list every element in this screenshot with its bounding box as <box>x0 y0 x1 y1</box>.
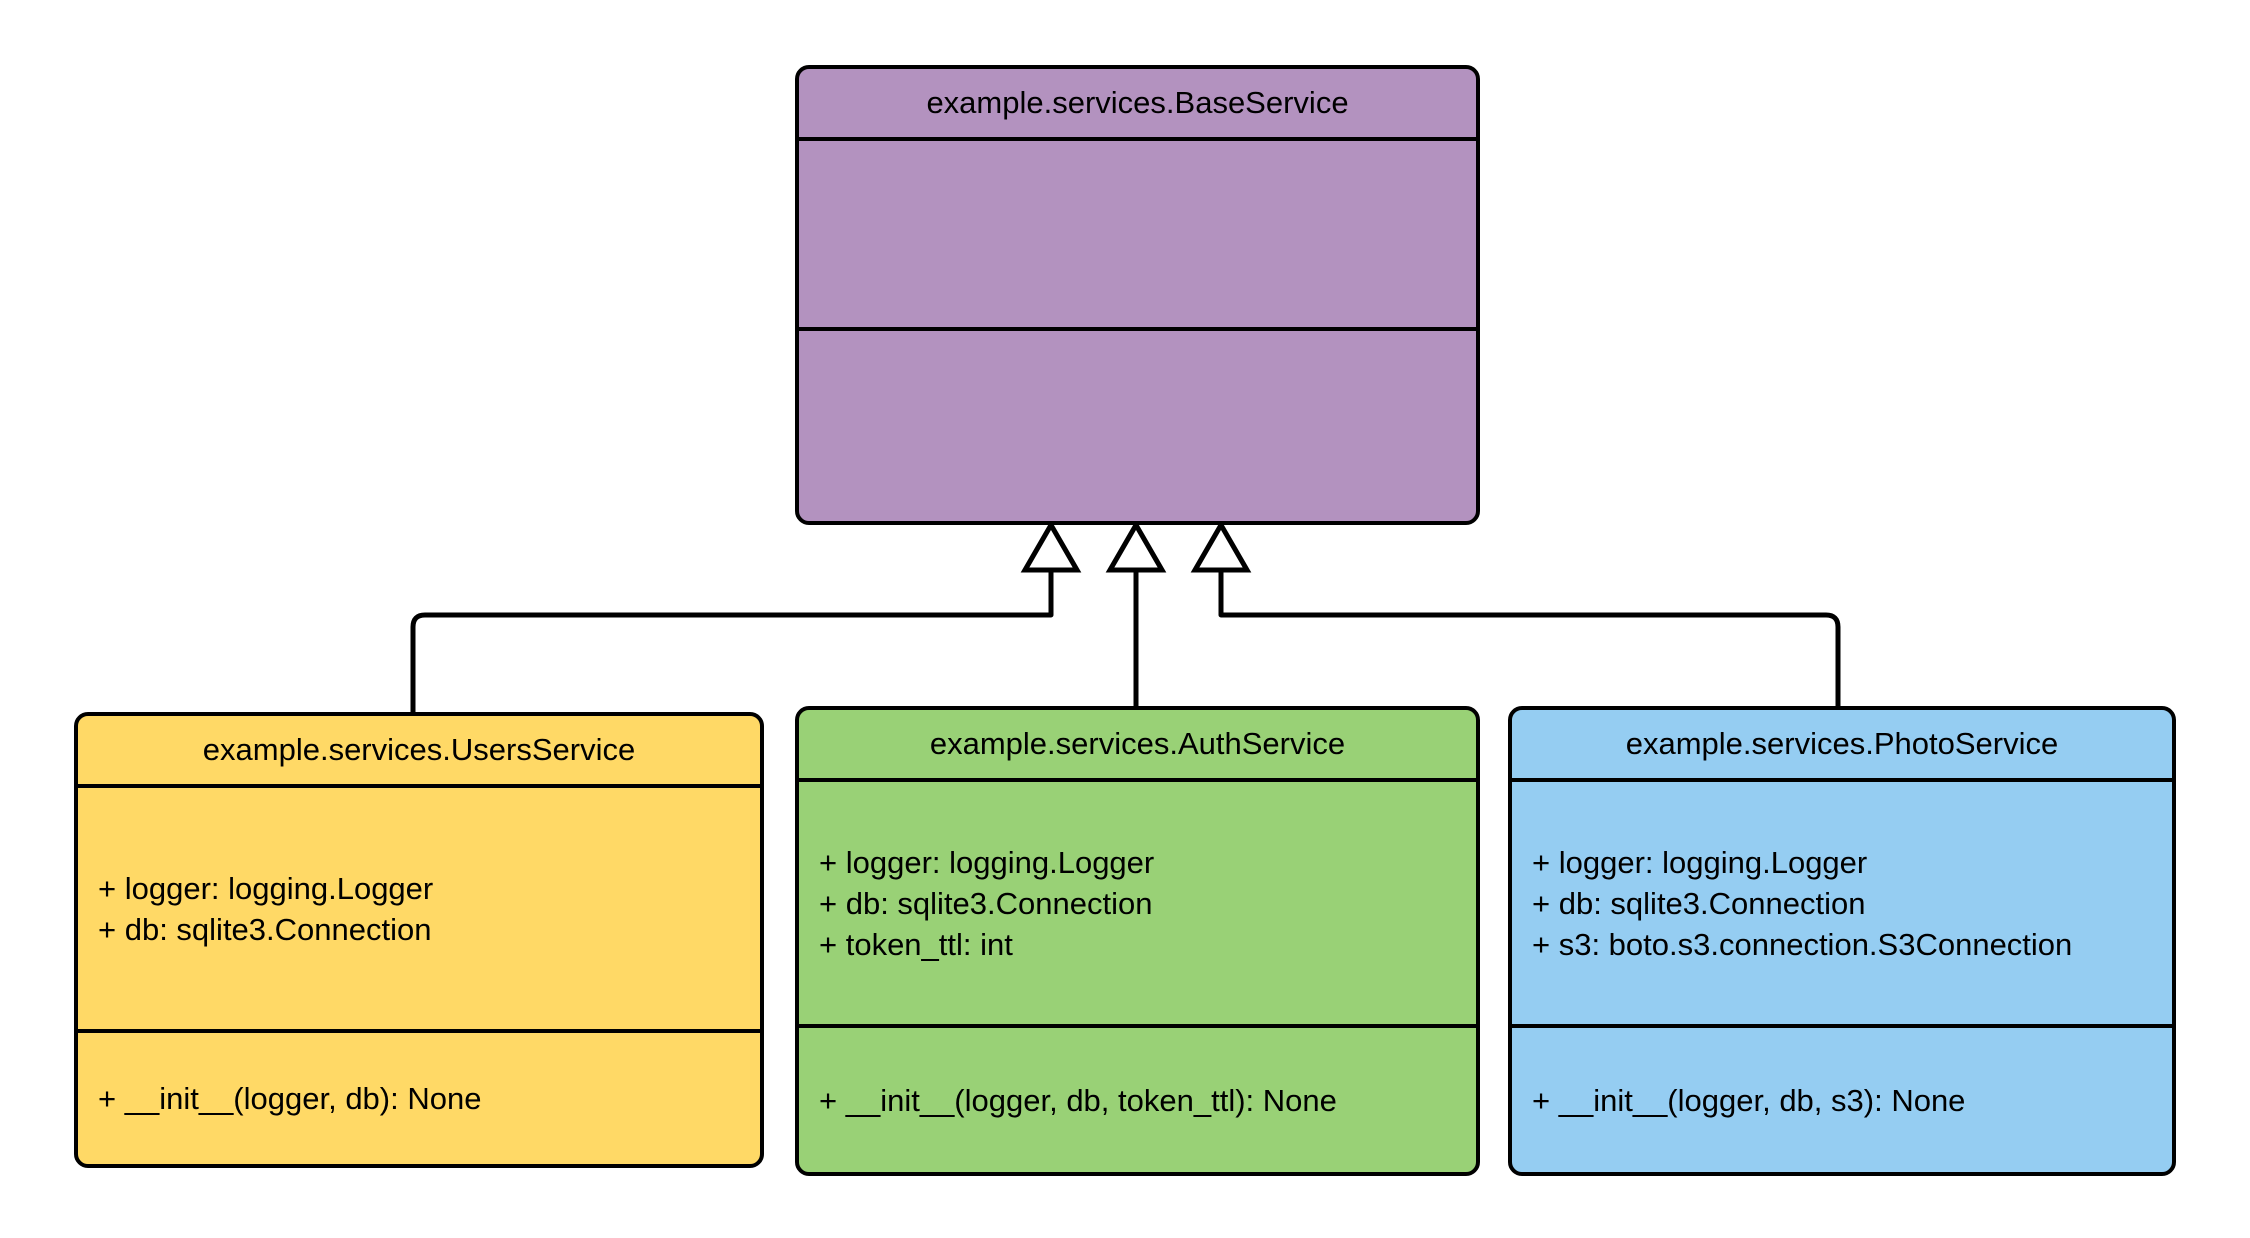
generalization-edge-photo-to-base <box>1190 520 1841 706</box>
class-name-base-service: example.services.BaseService <box>926 85 1349 121</box>
methods-compartment-users-service: + __init__(logger, db): None <box>78 1029 760 1164</box>
attribute-row: + db: sqlite3.Connection <box>1532 885 1866 921</box>
methods-compartment-base-service <box>799 327 1476 521</box>
uml-class-auth-service[interactable]: example.services.AuthService + logger: l… <box>795 706 1480 1176</box>
uml-class-base-service[interactable]: example.services.BaseService <box>795 65 1480 525</box>
attribute-row: + db: sqlite3.Connection <box>98 911 432 947</box>
attribute-row: + s3: boto.s3.connection.S3Connection <box>1532 926 2073 962</box>
method-row: + __init__(logger, db, s3): None <box>1532 1082 1966 1118</box>
attribute-row: + db: sqlite3.Connection <box>819 885 1153 921</box>
attributes-compartment-base-service <box>799 137 1476 327</box>
attribute-row: + token_ttl: int <box>819 926 1013 962</box>
class-name-photo-service: example.services.PhotoService <box>1625 726 2059 762</box>
attributes-compartment-photo-service: + logger: logging.Logger + db: sqlite3.C… <box>1512 778 2172 1024</box>
methods-compartment-photo-service: + __init__(logger, db, s3): None <box>1512 1024 2172 1172</box>
method-row: + __init__(logger, db, token_ttl): None <box>819 1082 1337 1118</box>
uml-class-photo-service[interactable]: example.services.PhotoService + logger: … <box>1508 706 2176 1176</box>
attributes-compartment-users-service: + logger: logging.Logger + db: sqlite3.C… <box>78 784 760 1029</box>
generalization-edge-auth-to-base <box>1105 520 1167 706</box>
attribute-row: + logger: logging.Logger <box>1532 844 1868 880</box>
methods-compartment-auth-service: + __init__(logger, db, token_ttl): None <box>799 1024 1476 1172</box>
uml-class-users-service[interactable]: example.services.UsersService + logger: … <box>74 712 764 1168</box>
class-name-auth-service: example.services.AuthService <box>929 726 1346 762</box>
generalization-triangle-users <box>1020 520 1082 573</box>
generalization-triangle-photo <box>1190 520 1252 573</box>
method-row: + __init__(logger, db): None <box>98 1081 482 1116</box>
attribute-row: + logger: logging.Logger <box>819 844 1155 880</box>
generalization-triangle-auth <box>1105 520 1167 573</box>
class-name-users-service: example.services.UsersService <box>202 732 636 768</box>
attribute-row: + logger: logging.Logger <box>98 870 434 906</box>
generalization-edge-users-to-base <box>410 520 1082 712</box>
attributes-compartment-auth-service: + logger: logging.Logger + db: sqlite3.C… <box>799 778 1476 1024</box>
